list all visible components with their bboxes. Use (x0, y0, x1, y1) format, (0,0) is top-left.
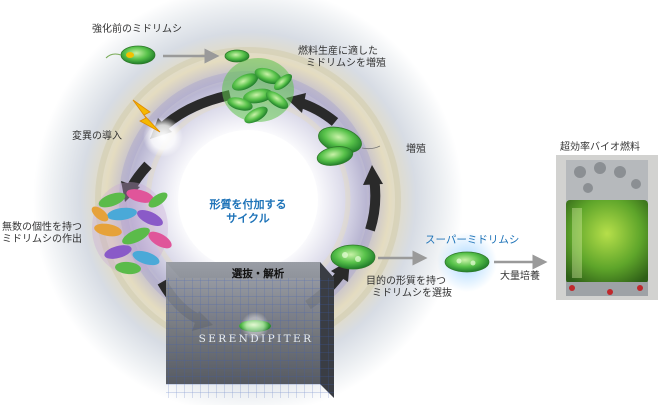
euglena-cluster-diverse (91, 182, 172, 275)
label-fuel-propagation: 燃料生産に適した ミドリムシを増殖 (298, 46, 386, 70)
label-proliferation: 増殖 (406, 144, 426, 155)
label-mass-culture: 大量培養 (500, 271, 540, 282)
selection-analysis-label: 選抜・解析 (231, 268, 285, 280)
euglena-proliferation (316, 126, 381, 166)
label-diversity-line2: ミドリムシの作出 (2, 234, 82, 245)
label-fuel-propagation-line1: 燃料生産に適した (298, 46, 378, 57)
serendipiter-label: SERENDIPITER (198, 333, 314, 345)
lightning-icon (132, 99, 161, 133)
euglena-before (105, 45, 156, 65)
label-diversity-line1: 無数の個性を持つ (2, 222, 82, 233)
euglena-selected (330, 244, 376, 270)
label-target-selection-line2: ミドリムシを選抜 (372, 288, 452, 299)
label-before-enhancement: 強化前のミドリムシ (92, 24, 182, 35)
label-fuel-propagation-line2: ミドリムシを増殖 (306, 58, 386, 69)
center-label-line2: サイクル (226, 212, 270, 225)
serendipiter-box (166, 262, 334, 398)
label-diversity: 無数の個性を持つ ミドリムシの作出 (2, 222, 82, 246)
label-biofuel: 超効率バイオ燃料 (560, 142, 640, 153)
label-mutation: 変異の導入 (72, 131, 122, 142)
center-label-line1: 形質を付加する (209, 198, 287, 211)
label-target-selection: 目的の形質を持つ ミドリムシを選抜 (366, 276, 452, 300)
euglena-super (444, 251, 490, 273)
euglena-cluster-top (222, 58, 294, 124)
cycle-center-label: 形質を付加する サイクル (193, 198, 303, 226)
bioreactor-image (556, 155, 658, 300)
label-super-euglena: スーパーミドリムシ (425, 234, 520, 246)
label-target-selection-line1: 目的の形質を持つ (366, 276, 446, 287)
